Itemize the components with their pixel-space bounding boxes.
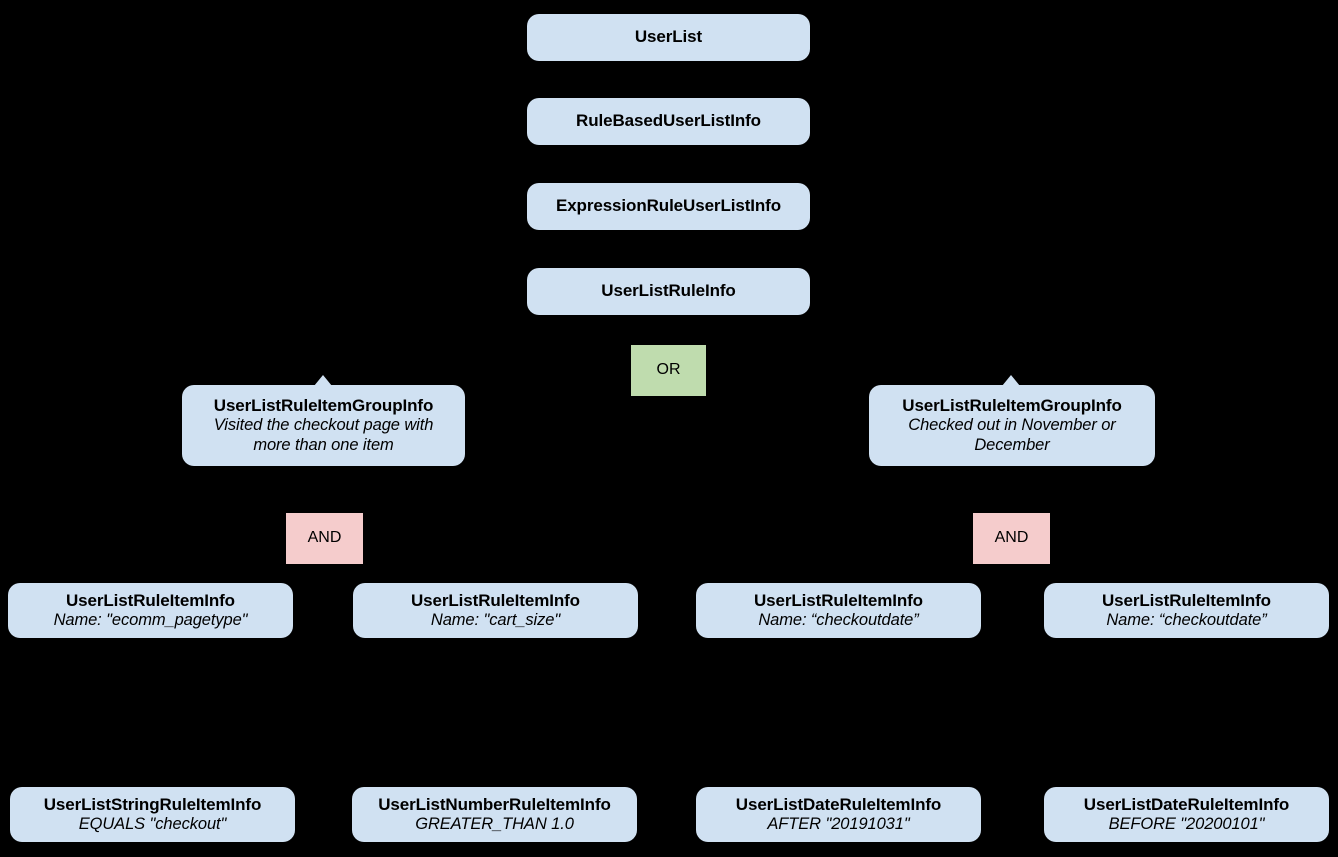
node-description-line-2: December — [974, 435, 1050, 454]
node-description-line-2: more than one item — [253, 435, 394, 454]
operator-label: OR — [656, 361, 681, 379]
node-rule-item-group-left[interactable]: UserListRuleItemGroupInfo Visited the ch… — [182, 385, 465, 466]
node-leaf-item-2[interactable]: UserListNumberRuleItemInfo GREATER_THAN … — [352, 787, 637, 842]
node-detail: BEFORE "20200101" — [1108, 814, 1265, 833]
node-leaf-item-4[interactable]: UserListDateRuleItemInfo BEFORE "2020010… — [1044, 787, 1329, 842]
node-title: UserListStringRuleItemInfo — [43, 794, 262, 814]
operator-label: AND — [307, 529, 342, 547]
node-title: UserListRuleItemInfo — [411, 590, 580, 610]
node-detail: Name: "cart_size" — [430, 610, 561, 629]
node-rule-item-2[interactable]: UserListRuleItemInfo Name: "cart_size" — [353, 583, 638, 638]
node-leaf-item-1[interactable]: UserListStringRuleItemInfo EQUALS "check… — [10, 787, 295, 842]
node-rule-item-4[interactable]: UserListRuleItemInfo Name: “checkoutdate… — [1044, 583, 1329, 638]
node-title: UserListRuleInfo — [601, 281, 736, 301]
node-detail: Name: “checkoutdate” — [758, 610, 919, 629]
node-description-line-1: Checked out in November or — [908, 416, 1116, 435]
node-rule-item-group-right[interactable]: UserListRuleItemGroupInfo Checked out in… — [869, 385, 1155, 466]
operator-or[interactable]: OR — [631, 345, 706, 396]
node-detail: AFTER "20191031" — [767, 814, 910, 833]
node-title: UserListRuleItemInfo — [66, 590, 235, 610]
node-description-line-1: Visited the checkout page with — [213, 416, 434, 435]
node-expression-rule-user-list-info[interactable]: ExpressionRuleUserListInfo — [527, 183, 810, 230]
operator-label: AND — [994, 529, 1029, 547]
node-title: UserListDateRuleItemInfo — [1083, 794, 1290, 814]
node-title: UserListRuleItemGroupInfo — [213, 396, 434, 415]
arrowhead-icon-right-group — [1002, 375, 1020, 386]
node-title: UserListNumberRuleItemInfo — [378, 794, 611, 814]
node-detail: Name: “checkoutdate” — [1106, 610, 1267, 629]
node-detail: EQUALS "checkout" — [78, 814, 227, 833]
node-user-list[interactable]: UserList — [527, 14, 810, 61]
operator-and-left[interactable]: AND — [286, 513, 363, 564]
operator-and-right[interactable]: AND — [973, 513, 1050, 564]
node-rule-item-1[interactable]: UserListRuleItemInfo Name: "ecomm_pagety… — [8, 583, 293, 638]
node-rule-item-3[interactable]: UserListRuleItemInfo Name: “checkoutdate… — [696, 583, 981, 638]
node-detail: Name: "ecomm_pagetype" — [53, 610, 248, 629]
node-detail: GREATER_THAN 1.0 — [415, 814, 574, 833]
node-user-list-rule-info[interactable]: UserListRuleInfo — [527, 268, 810, 315]
node-title: UserListRuleItemGroupInfo — [902, 396, 1122, 415]
node-title: UserListDateRuleItemInfo — [735, 794, 942, 814]
node-title: ExpressionRuleUserListInfo — [555, 196, 782, 216]
node-leaf-item-3[interactable]: UserListDateRuleItemInfo AFTER "20191031… — [696, 787, 981, 842]
node-rule-based-user-list-info[interactable]: RuleBasedUserListInfo — [527, 98, 810, 145]
node-title: UserListRuleItemInfo — [1102, 590, 1271, 610]
node-title: UserList — [634, 27, 703, 47]
node-title: RuleBasedUserListInfo — [576, 111, 761, 131]
arrowhead-icon-left-group — [314, 375, 332, 386]
node-title: UserListRuleItemInfo — [754, 590, 923, 610]
